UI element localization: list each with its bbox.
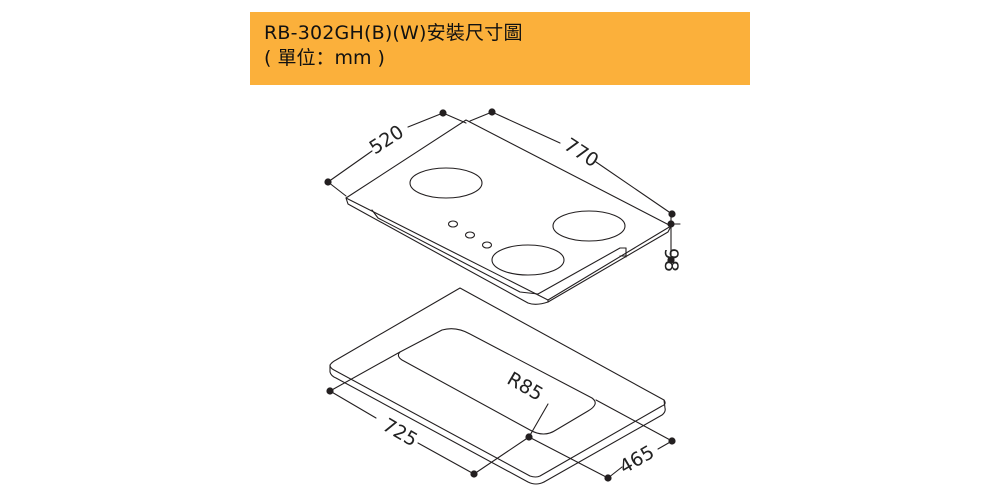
knob-2: [464, 231, 476, 239]
radius-leader: [528, 403, 549, 438]
unit-note: ( 單位：mm ): [264, 47, 385, 69]
label-cutout-width: 725: [379, 414, 421, 451]
dimension-line-width: [469, 111, 673, 215]
burner-front: [491, 244, 565, 276]
cooktop-front-edge: [345, 197, 549, 305]
label-corner-radius: R85: [503, 368, 546, 406]
dimension-line-cutout-depth: [528, 399, 673, 479]
countertop-cutout: [397, 328, 596, 435]
cooktop-right-edge: [547, 225, 672, 303]
label-width: 770: [560, 134, 602, 172]
dimension-dots: [324, 108, 676, 482]
burner-left: [409, 167, 483, 199]
label-cutout-depth: 465: [616, 441, 658, 478]
label-height: 98: [660, 248, 682, 272]
title-banner: RB-302GH(B)(W)安裝尺寸圖 ( 單位：mm ): [250, 12, 750, 85]
knob-1: [447, 220, 459, 228]
burner-right: [552, 210, 626, 242]
diagram-title: RB-302GH(B)(W)安裝尺寸圖: [264, 22, 523, 44]
label-depth: 520: [366, 121, 408, 159]
countertop-top-surface: [329, 287, 666, 478]
dimension-line-depth: [327, 112, 467, 197]
countertop-right-edge: [543, 399, 666, 483]
countertop-front-edge: [329, 364, 545, 485]
cooktop-body: [371, 209, 627, 295]
dimension-line-cutout-width: [329, 351, 530, 475]
knob-3: [481, 241, 493, 249]
countertop: [329, 287, 666, 485]
